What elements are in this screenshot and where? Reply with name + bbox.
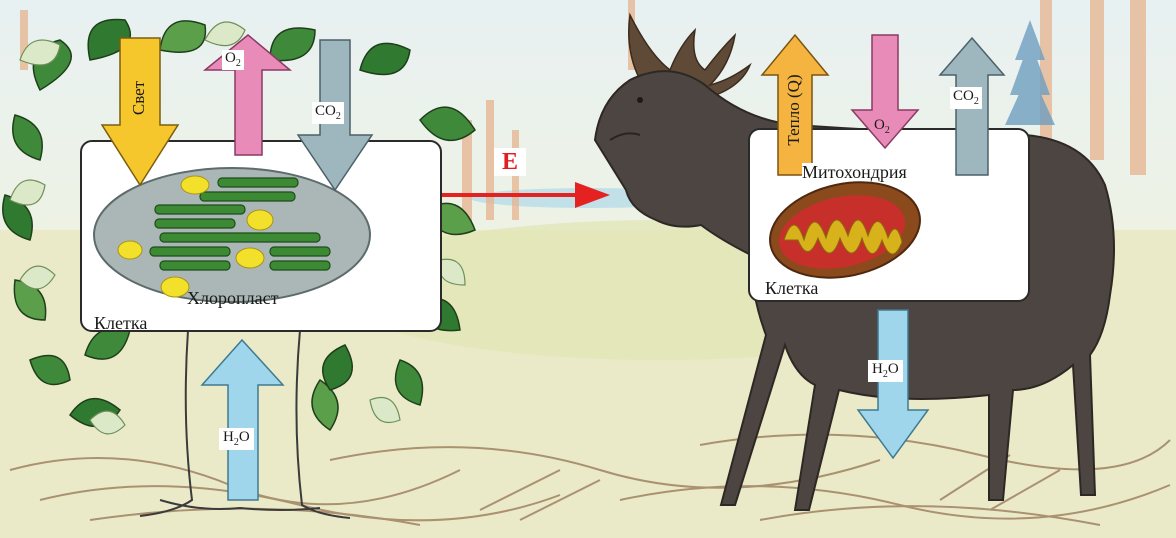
animal-o2-label: O2 [874, 118, 890, 136]
animal-cell-label: Клетка [765, 279, 818, 297]
plant-cell-label: Клетка [94, 314, 147, 332]
plant-co2-label: CO2 [312, 102, 344, 124]
mitochondrion-label: Митохондрия [802, 163, 907, 181]
plant-o2-label: O2 [222, 50, 244, 70]
light-label: Свет [130, 70, 150, 126]
animal-h2o-label: H2O [868, 360, 903, 382]
heat-label: Тепло (Q) [785, 65, 805, 155]
energy-label: E [494, 148, 526, 176]
chloroplast-label: Хлоропласт [187, 289, 278, 307]
plant-h2o-label: H2O [219, 428, 254, 450]
animal-co2-label: CO2 [950, 87, 982, 109]
